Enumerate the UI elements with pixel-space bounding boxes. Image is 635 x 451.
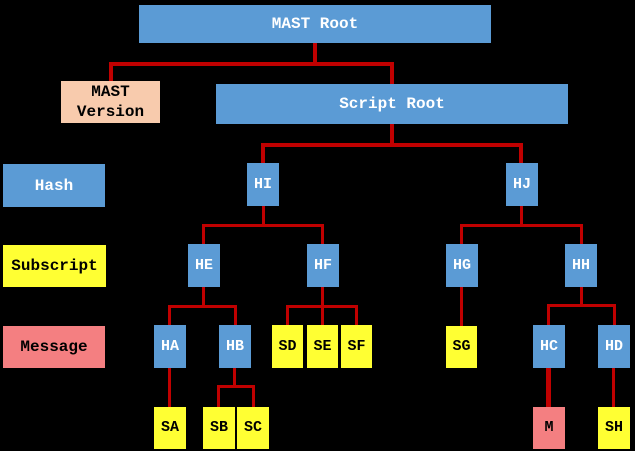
edge-hj-bar	[460, 224, 583, 227]
node-hc: HC	[533, 325, 565, 368]
edge-scriptroot-bar	[261, 143, 523, 147]
node-sh: SH	[598, 407, 630, 449]
node-mast-root: MAST Root	[139, 5, 491, 43]
edge-to-hd	[613, 304, 616, 325]
node-m: M	[533, 407, 565, 449]
edge-to-hj	[519, 143, 523, 163]
node-hf: HF	[307, 244, 339, 287]
node-hi: HI	[247, 163, 279, 206]
edge-to-hi	[261, 143, 265, 163]
node-hh: HH	[565, 244, 597, 287]
edge-hf-bar	[286, 305, 358, 308]
node-mast-version: MAST Version	[61, 81, 160, 123]
edge-mastroot-bar	[109, 62, 394, 66]
node-hj: HJ	[506, 163, 538, 206]
edge-hi-stem	[262, 206, 265, 227]
node-hb: HB	[219, 325, 251, 368]
edge-mastroot-stem	[313, 43, 317, 64]
node-sg: SG	[446, 326, 477, 368]
node-sb: SB	[203, 407, 235, 449]
node-sd: SD	[272, 325, 303, 368]
legend-message: Message	[3, 326, 105, 368]
edge-to-hf	[321, 224, 324, 244]
edge-to-hg	[460, 224, 463, 244]
edge-hh-bar	[547, 304, 616, 307]
edge-to-scriptroot	[390, 62, 394, 84]
edge-ha-to-sa	[168, 368, 171, 407]
edge-he-bar	[168, 305, 237, 308]
edge-to-hb	[234, 305, 237, 325]
edge-to-mastversion	[109, 62, 113, 81]
edge-hb-bar	[217, 385, 255, 388]
edge-hj-stem	[520, 206, 523, 227]
node-hg: HG	[446, 244, 478, 287]
edge-to-sc	[252, 385, 255, 407]
edge-scriptroot-stem	[390, 124, 394, 145]
edge-to-he	[202, 224, 205, 244]
edge-hi-bar	[202, 224, 324, 227]
node-sf: SF	[341, 325, 372, 368]
node-script-root: Script Root	[216, 84, 568, 124]
node-hd: HD	[598, 325, 630, 368]
edge-to-hh	[580, 224, 583, 244]
node-se: SE	[307, 325, 338, 368]
edge-hg-to-sg	[460, 287, 463, 326]
legend-subscript: Subscript	[3, 245, 106, 287]
edge-hh-stem	[580, 287, 583, 307]
node-ha: HA	[154, 325, 186, 368]
edge-to-ha	[168, 305, 171, 325]
edge-hc-to-m	[546, 368, 551, 407]
edge-he-stem	[202, 287, 205, 308]
edge-to-sf	[355, 305, 358, 325]
node-sa: SA	[154, 407, 186, 449]
legend-hash: Hash	[3, 164, 105, 207]
edge-hb-stem	[233, 368, 236, 388]
edge-to-sd	[286, 305, 289, 325]
edge-to-sb	[217, 385, 220, 407]
node-sc: SC	[237, 407, 269, 449]
edge-to-hc	[547, 304, 550, 325]
edge-hd-to-sh	[612, 368, 615, 407]
node-he: HE	[188, 244, 220, 287]
